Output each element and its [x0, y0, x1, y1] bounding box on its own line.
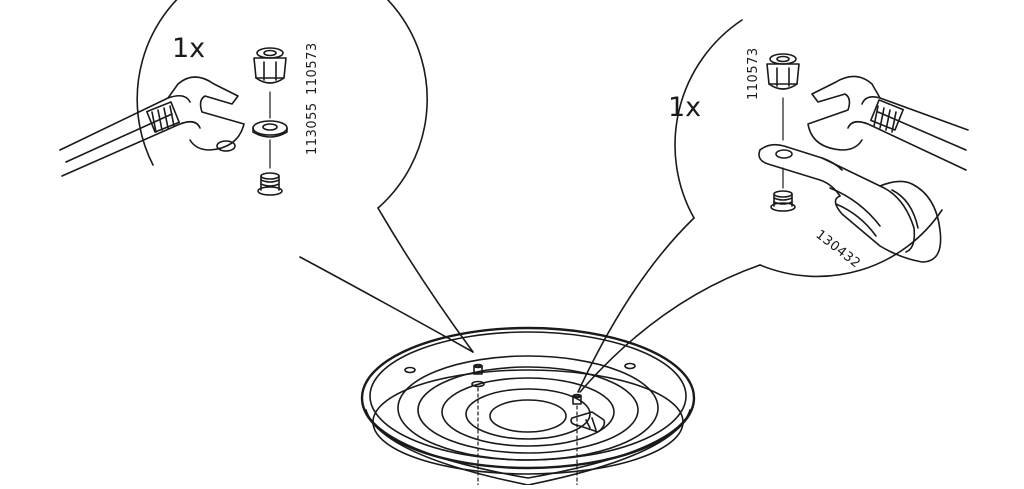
right-threaded-stud-icon [770, 190, 796, 212]
left-hex-nut-icon [253, 47, 287, 119]
left-nut-part-number: 110573 [305, 42, 320, 95]
left-washer-part-number: 113055 [305, 102, 320, 155]
left-threaded-stud-icon [257, 172, 283, 196]
right-lug-part-number: 130432 [813, 227, 864, 271]
plate-left-stud-icon [471, 363, 485, 486]
right-wrench-icon [807, 75, 969, 171]
left-quantity-label: 1x [172, 33, 205, 64]
right-ground-lug-icon [758, 143, 942, 263]
right-nut-part-number: 110573 [746, 47, 761, 100]
right-hex-nut-icon [766, 53, 800, 141]
left-washer-icon [252, 120, 288, 169]
plate-right-stud-icon [570, 393, 606, 486]
ceiling-plate [360, 326, 696, 486]
left-wrench-icon [59, 76, 245, 177]
right-quantity-label: 1x [668, 92, 701, 123]
right-detail-bubble [577, 19, 943, 393]
